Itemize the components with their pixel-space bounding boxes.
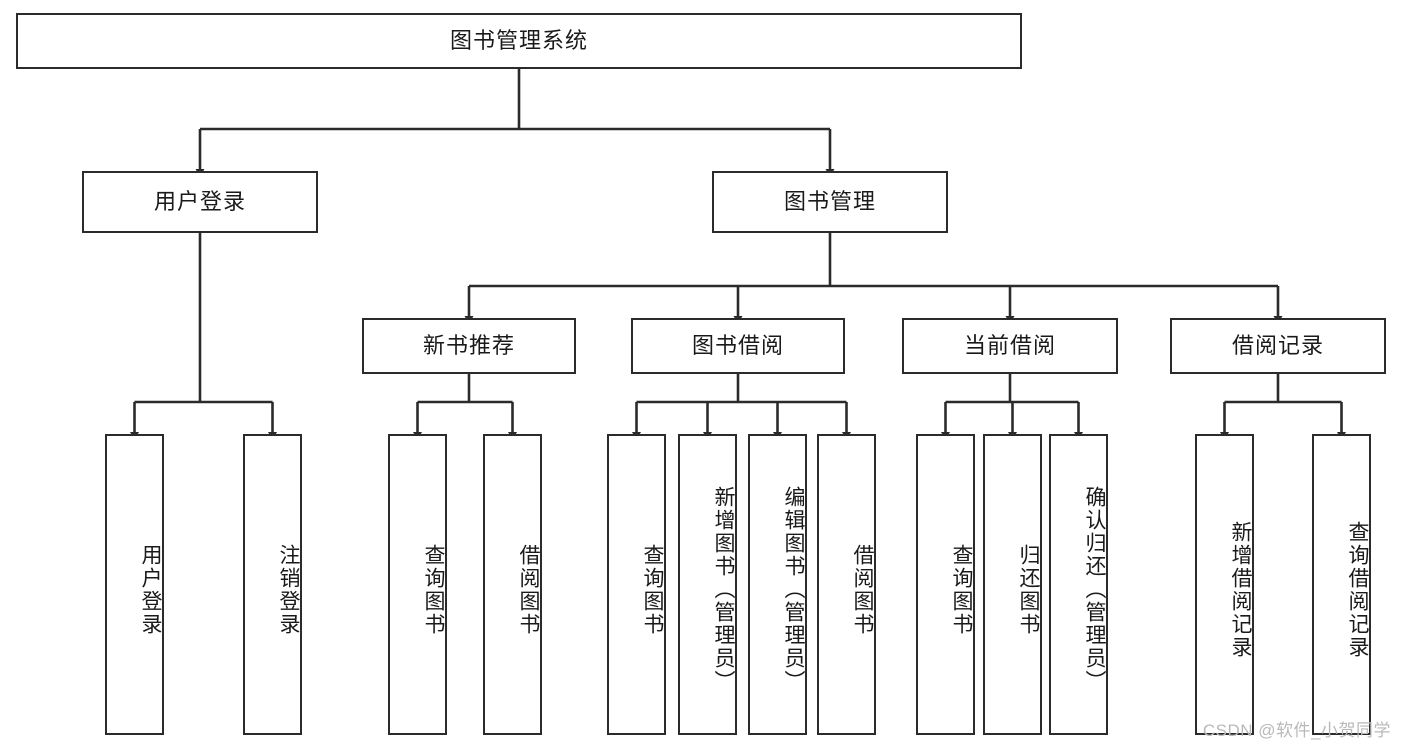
- node-root[interactable]: 图书管理系统: [16, 13, 1022, 69]
- node-label: 注销登录: [277, 543, 300, 636]
- node-l_editbook[interactable]: 编辑图书（管理员）: [748, 434, 807, 735]
- node-l_confirm[interactable]: 确认归还（管理员）: [1049, 434, 1108, 735]
- node-l_query2[interactable]: 查询图书: [607, 434, 666, 735]
- node-l_return[interactable]: 归还图书: [983, 434, 1042, 735]
- node-l_borrow2[interactable]: 借阅图书: [817, 434, 876, 735]
- node-label: 确认归还（管理员）: [1083, 486, 1106, 693]
- node-label: 查询借阅记录: [1346, 520, 1369, 659]
- node-l_logout[interactable]: 注销登录: [243, 434, 302, 735]
- node-label: 当前借阅: [963, 333, 1056, 359]
- node-l_addbook[interactable]: 新增图书（管理员）: [678, 434, 737, 735]
- node-label: 新增图书（管理员）: [712, 486, 735, 693]
- node-label: 新增借阅记录: [1229, 520, 1252, 659]
- node-records[interactable]: 借阅记录: [1170, 318, 1386, 374]
- node-login[interactable]: 用户登录: [82, 171, 318, 233]
- node-l_query1[interactable]: 查询图书: [388, 434, 447, 735]
- node-borrow[interactable]: 图书借阅: [631, 318, 845, 374]
- node-l_addrec[interactable]: 新增借阅记录: [1195, 434, 1254, 735]
- node-bookmgmt[interactable]: 图书管理: [712, 171, 948, 233]
- node-label: 用户登录: [153, 189, 246, 215]
- node-label: 新书推荐: [422, 333, 515, 359]
- node-label: 编辑图书（管理员）: [782, 486, 805, 693]
- node-label: 查询图书: [422, 543, 445, 636]
- node-label: 归还图书: [1017, 543, 1040, 636]
- node-current[interactable]: 当前借阅: [902, 318, 1118, 374]
- node-label: 图书借阅: [691, 333, 784, 359]
- node-l_queryrec[interactable]: 查询借阅记录: [1312, 434, 1371, 735]
- node-l_query3[interactable]: 查询图书: [916, 434, 975, 735]
- node-newrec[interactable]: 新书推荐: [362, 318, 576, 374]
- node-label: 借阅图书: [851, 543, 874, 636]
- node-label: 图书管理系统: [449, 28, 588, 54]
- node-label: 查询图书: [950, 543, 973, 636]
- node-l_borrow1[interactable]: 借阅图书: [483, 434, 542, 735]
- node-label: 图书管理: [783, 189, 876, 215]
- node-label: 借阅图书: [517, 543, 540, 636]
- node-label: 查询图书: [641, 543, 664, 636]
- node-label: 用户登录: [139, 543, 162, 636]
- node-l_login[interactable]: 用户登录: [105, 434, 164, 735]
- node-label: 借阅记录: [1231, 333, 1324, 359]
